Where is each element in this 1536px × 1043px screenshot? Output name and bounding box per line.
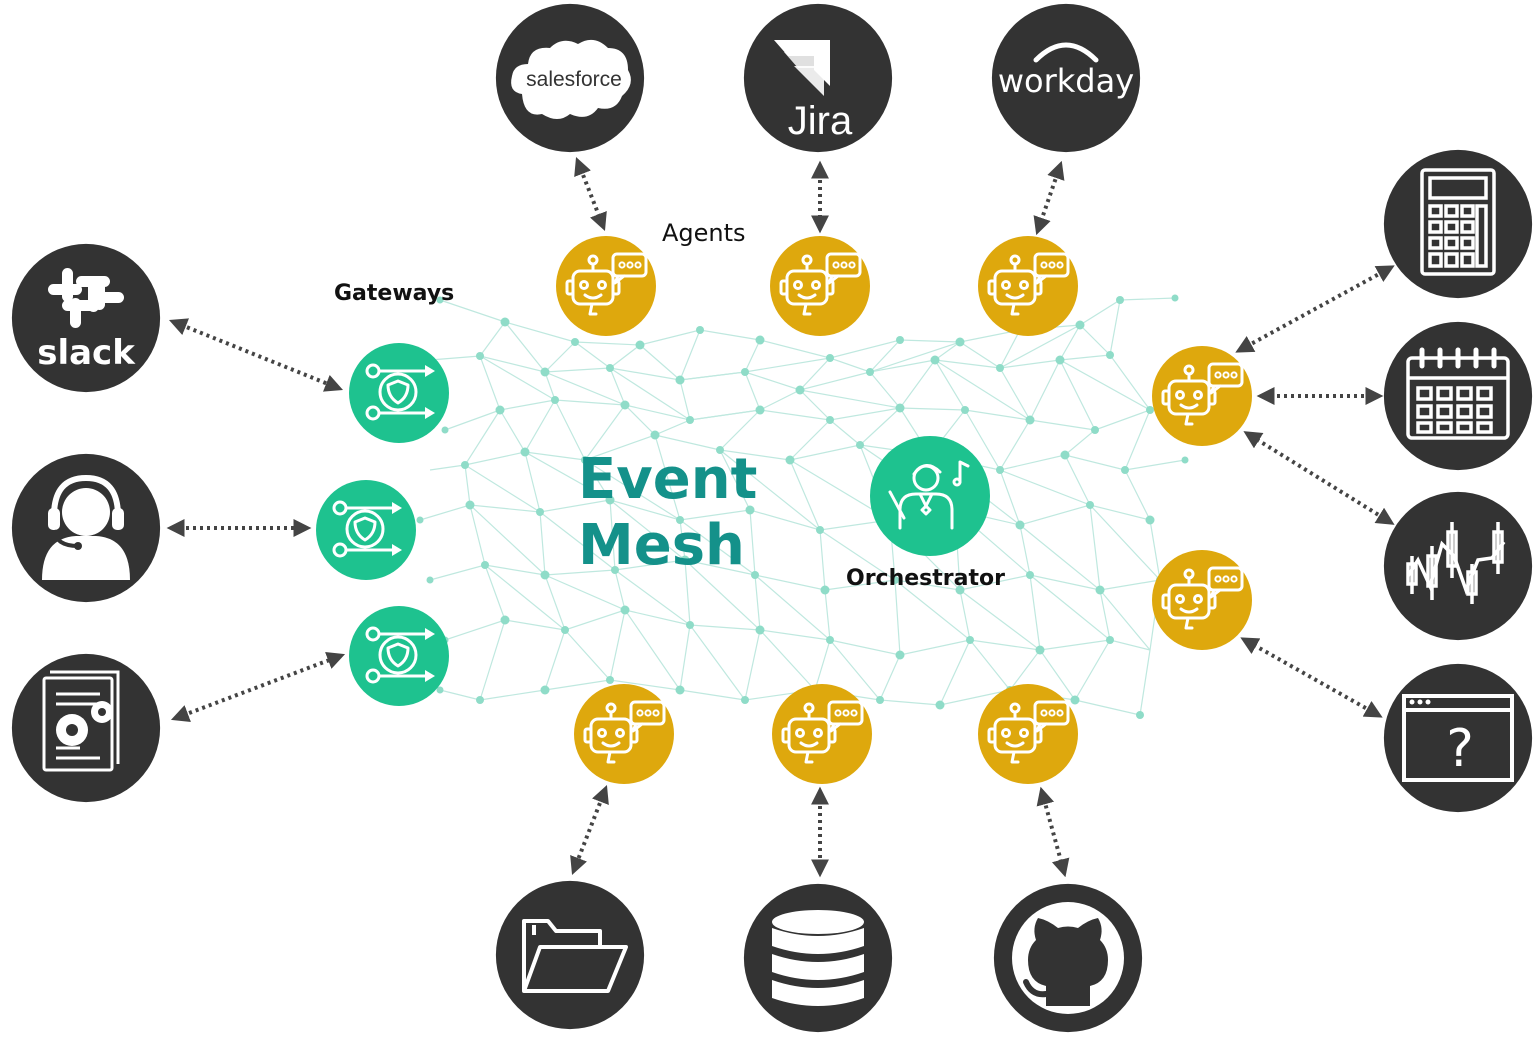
system-calculator	[1383, 149, 1533, 299]
agent-folder	[572, 682, 676, 786]
arrow-calculator-agent	[1235, 265, 1395, 353]
candlestick-chart-icon	[1406, 522, 1506, 604]
calculator-icon	[1420, 168, 1496, 276]
agent-right-upper	[1150, 344, 1254, 448]
agent-jira	[768, 234, 872, 338]
arrow-salesforce-agent	[574, 156, 607, 232]
gateway-1	[347, 341, 451, 445]
orchestrator-node	[870, 436, 990, 556]
agent-workday	[976, 234, 1080, 338]
document-gears-icon	[42, 670, 120, 772]
system-jira: Jira	[743, 3, 893, 153]
event-mesh-title-line1: Event	[578, 447, 758, 512]
orchestrator-label: Orchestrator	[846, 566, 1005, 591]
workday-logo-text: workday	[998, 62, 1134, 100]
system-calendar	[1383, 321, 1533, 471]
slack-logo-text: slack	[37, 333, 136, 373]
system-documents	[11, 653, 161, 803]
headset-user-icon	[42, 474, 130, 580]
system-workday: workday	[991, 3, 1141, 153]
salesforce-logo-text: salesforce	[526, 68, 622, 91]
arrow-docs-gateway	[170, 652, 346, 722]
svg-text:?: ?	[1446, 719, 1474, 779]
arrow-unknown-agent	[1240, 637, 1383, 718]
gateways-label: Gateways	[334, 281, 455, 306]
unknown-window-icon: ?	[1402, 694, 1514, 782]
system-unknown: ?	[1383, 663, 1533, 813]
arrow-github-agent	[1036, 786, 1070, 878]
system-slack: slack	[11, 243, 161, 393]
event-mesh-title-line2: Mesh	[578, 513, 745, 578]
slack-hash-icon	[48, 268, 124, 328]
jira-icon	[774, 40, 830, 96]
arrow-folder-agent	[570, 784, 609, 876]
agent-salesforce	[554, 234, 658, 338]
connector-arrows	[166, 156, 1395, 878]
arrow-workday-agent	[1033, 160, 1065, 236]
jira-logo-text: Jira	[788, 99, 853, 143]
gateway-3	[347, 604, 451, 708]
database-icon	[772, 910, 864, 1006]
system-folder	[495, 880, 645, 1030]
gateway-2	[314, 478, 418, 582]
mesh-network	[416, 294, 1189, 719]
folder-icon	[522, 919, 628, 993]
salesforce-cloud-icon	[511, 39, 631, 120]
agent-right-lower	[1150, 548, 1254, 652]
system-salesforce: salesforce	[495, 3, 645, 153]
arrow-slack-gateway	[168, 318, 344, 392]
agent-database	[770, 682, 874, 786]
calendar-icon	[1406, 347, 1510, 440]
system-database	[743, 883, 893, 1033]
github-octocat-icon	[1028, 918, 1108, 1006]
conductor-icon	[888, 460, 970, 530]
agents-label: Agents	[662, 219, 746, 247]
arrow-chart-agent	[1243, 431, 1395, 525]
workday-arc-icon	[1033, 42, 1099, 63]
system-support-user	[11, 453, 161, 603]
system-stock-chart	[1383, 491, 1533, 641]
agent-github	[976, 682, 1080, 786]
system-github	[993, 883, 1143, 1033]
